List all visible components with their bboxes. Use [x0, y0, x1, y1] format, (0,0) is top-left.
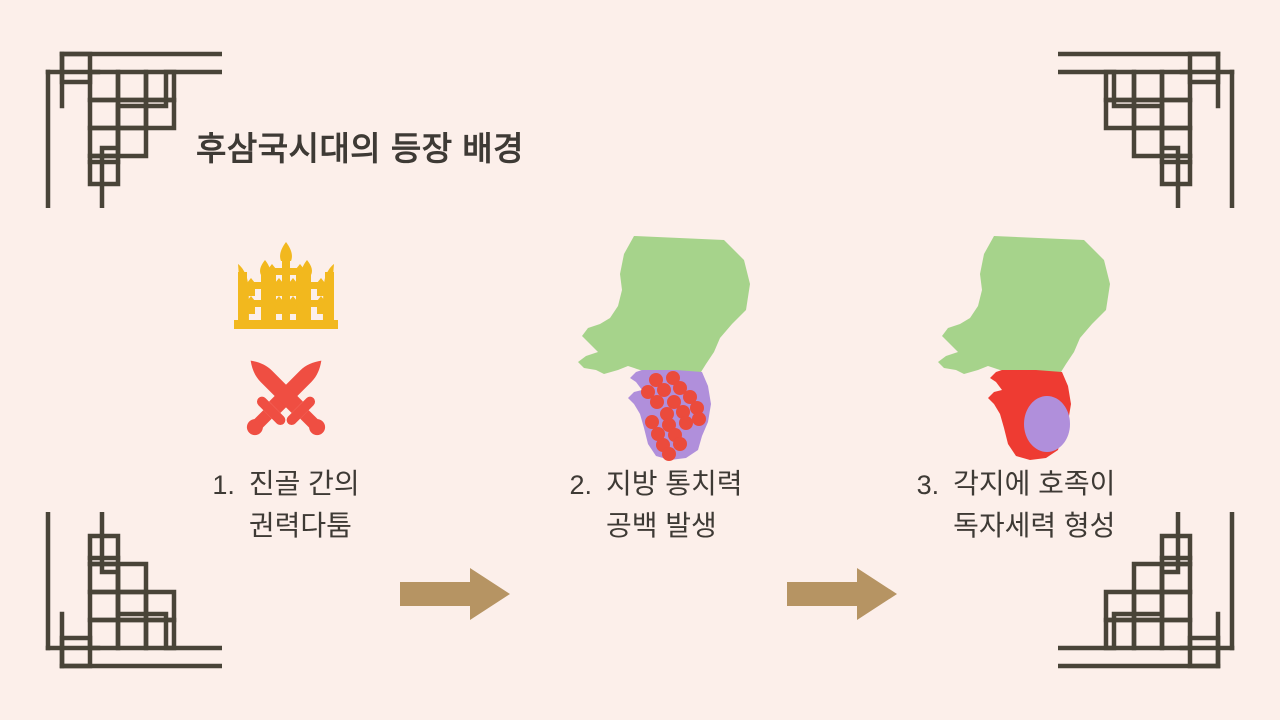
korea-map-icon-step3 [916, 232, 1116, 464]
step-1-line-2: 권력다툼 [248, 510, 352, 541]
step-2-number: 2. [569, 470, 592, 500]
corner-ornament-top-right [1058, 48, 1238, 208]
step-2-line-2: 공백 발생 [605, 510, 717, 541]
step-1-number: 1. [212, 470, 235, 500]
step-2-label: 지방 통치력 공백 발생 [606, 464, 743, 546]
steps-container: 1. 진골 간의 권력다툼 [0, 232, 1280, 620]
step-1-visual [136, 232, 436, 464]
step-3-caption: 3. 각지에 호족이 독자세력 형성 [866, 464, 1166, 546]
page-title: 후삼국시대의 등장 배경 [196, 130, 524, 167]
step-3-label: 각지에 호족이 독자세력 형성 [953, 464, 1115, 546]
step-2-visual [506, 232, 806, 464]
step-3-number: 3. [916, 470, 940, 500]
step-1-caption: 1. 진골 간의 권력다툼 [136, 464, 436, 546]
step-1: 1. 진골 간의 권력다툼 [136, 232, 436, 582]
arrow-step1-to-step2 [400, 568, 510, 620]
step-3-line-2: 독자세력 형성 [953, 510, 1116, 541]
step-3: 3. 각지에 호족이 독자세력 형성 [866, 232, 1166, 582]
step-1-label: 진골 간의 권력다툼 [249, 464, 360, 546]
step-2-line-1: 지방 통치력 [605, 468, 743, 499]
step-3-line-1: 각지에 호족이 [953, 468, 1116, 499]
korea-map-icon-step2 [556, 232, 756, 464]
arrow-step2-to-step3 [787, 568, 897, 620]
step-1-line-1: 진골 간의 [248, 468, 360, 499]
step-2: 2. 지방 통치력 공백 발생 [506, 232, 806, 582]
step-2-caption: 2. 지방 통치력 공백 발생 [506, 464, 806, 546]
silla-gold-crown-icon [228, 242, 344, 339]
step-3-visual [866, 232, 1166, 464]
crossed-swords-icon [230, 344, 342, 453]
corner-ornament-top-left [42, 48, 222, 208]
